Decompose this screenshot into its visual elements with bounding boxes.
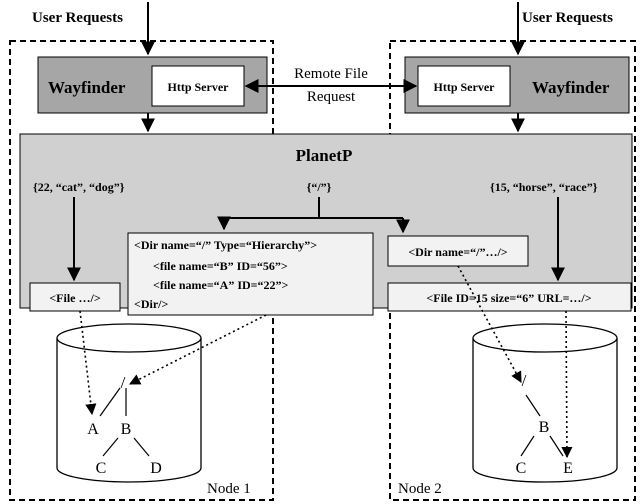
tree-left-node-a: A (87, 421, 99, 438)
storage-cylinder-left (56, 323, 202, 483)
file-right-label: <File ID=15 size=“6” URL=…/> (426, 291, 591, 305)
tuple-right: {15, “horse”, “race”} (490, 180, 598, 194)
file-right-box (387, 282, 632, 312)
node2-boundary (389, 40, 636, 501)
user-requests-left-label: User Requests (32, 10, 123, 26)
pointer-dir-short-to-root (457, 265, 522, 383)
wayfinder-right-label: Wayfinder (532, 78, 610, 97)
remote-file-request-label-line1: Remote File (294, 66, 368, 82)
tree-right-node-b: B (539, 419, 550, 436)
tree-left-node-b: B (121, 421, 132, 438)
file-tree-right: / B C E (516, 371, 573, 477)
tuple-left: {22, “cat”, “dog”} (33, 180, 125, 194)
remote-file-request-label-line2: Request (307, 89, 356, 105)
tree-left-node-c: C (96, 460, 107, 477)
pointer-file-right-to-e (561, 310, 573, 459)
storage-cylinder-right (472, 323, 618, 483)
tree-left-node-d: D (150, 460, 162, 477)
pointer-dir-to-root (129, 314, 267, 385)
dir-hierarchy-line2: <file name=“B” ID=“56”> (153, 259, 288, 273)
tree-right-node-c: C (516, 460, 527, 477)
dir-hierarchy-box (127, 232, 374, 316)
pointer-file-left-to-a (79, 310, 97, 416)
node2-label: Node 2 (398, 481, 442, 497)
dir-hierarchy-line1: <Dir name=“/” Type=“Hierarchy”> (134, 238, 317, 252)
user-requests-right-label: User Requests (522, 10, 613, 26)
dir-short-label: <Dir name=“/”…/> (408, 245, 507, 259)
http-server-right-label: Http Server (434, 80, 496, 94)
node1-label: Node 1 (207, 481, 251, 497)
file-tree-left: / A B C D (87, 373, 162, 477)
file-left-box (29, 282, 121, 312)
tree-left-root: / (121, 373, 126, 392)
http-server-left-label: Http Server (168, 80, 230, 94)
dir-hierarchy-line4: <Dir/> (134, 297, 168, 311)
dir-hierarchy-line3: <file name=“A” ID=“22”> (153, 278, 289, 292)
tree-right-node-e: E (563, 460, 573, 477)
tuple-center: {“/”} (307, 180, 332, 194)
http-server-left-box (151, 65, 245, 107)
planetp-title: PlanetP (296, 146, 353, 165)
tree-right-root: / (522, 371, 527, 390)
http-server-right-box (417, 65, 511, 107)
file-left-label: <File …/> (49, 291, 100, 305)
dir-short-box (387, 235, 529, 267)
wayfinder-left-label: Wayfinder (48, 78, 126, 97)
